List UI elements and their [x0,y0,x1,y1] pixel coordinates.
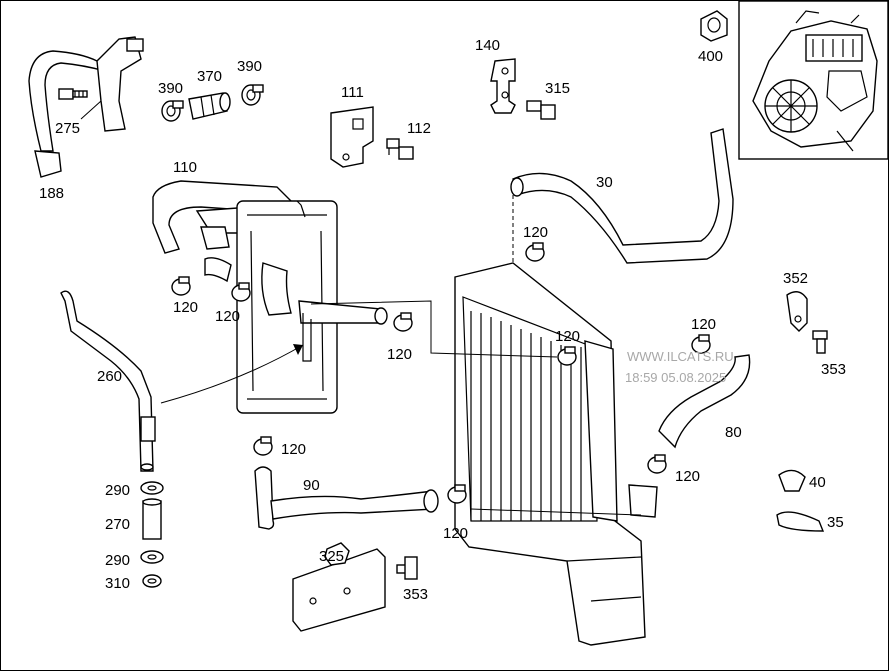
callout-120-g[interactable]: 120 [281,441,306,458]
callout-290-bottom[interactable]: 290 [105,552,130,569]
callout-275[interactable]: 275 [55,120,80,137]
callout-110[interactable]: 110 [173,159,197,176]
arrow-260-head [293,344,303,355]
callout-120-d[interactable]: 120 [387,346,412,363]
grommet-400 [700,10,728,42]
callout-325[interactable]: 325 [319,548,344,565]
clamp-120-b [171,276,191,296]
clamp-120-g [253,436,273,456]
callout-353-bottom[interactable]: 353 [403,586,428,603]
bolt-315 [526,100,556,120]
hose-260 [60,290,156,472]
watermark-timestamp: 18:59 05.08.2025 [625,370,726,385]
clamp-390-right [241,84,264,106]
bolt-353-bottom [396,556,418,580]
bracket-352 [786,291,808,332]
ring-310 [142,574,162,588]
callout-120-i[interactable]: 120 [443,525,468,542]
callout-315[interactable]: 315 [545,80,570,97]
clamp-120-h [647,454,667,474]
callout-290-top[interactable]: 290 [105,482,130,499]
callout-40[interactable]: 40 [809,474,826,491]
watermark: WWW.ILCATS.RU 18:59 05.08.2025 [625,349,734,385]
cable-tie-35 [776,511,825,532]
callout-370[interactable]: 370 [197,68,222,85]
bolt-112 [386,138,414,160]
bolt-275 [58,88,88,100]
callout-390-right[interactable]: 390 [237,58,262,75]
callout-188[interactable]: 188 [39,185,64,202]
clamp-120-i [447,484,467,504]
watermark-site: WWW.ILCATS.RU [627,349,734,364]
callout-352[interactable]: 352 [783,270,808,287]
bracket-140 [490,58,516,114]
pipe-370 [188,92,231,120]
callout-30[interactable]: 30 [596,174,613,191]
clamp-120-a [525,242,545,262]
sleeve-270 [142,498,162,540]
callout-353-right[interactable]: 353 [821,361,846,378]
bolt-353-right [812,330,828,354]
callout-35[interactable]: 35 [827,514,844,531]
callout-120-e[interactable]: 120 [555,328,580,345]
callout-labels: 275 188 390 370 390 111 112 140 315 400 … [39,37,846,603]
heat-exchanger-110 [152,180,388,414]
callout-390-left[interactable]: 390 [158,80,183,97]
callout-112[interactable]: 112 [407,120,431,137]
upper-hose-188 [28,36,144,178]
clamp-120-f [691,334,711,354]
callout-310[interactable]: 310 [105,575,130,592]
callout-111[interactable]: 111 [341,84,364,101]
radiator [454,262,658,646]
bracket-325 [292,542,386,632]
washer-290-bottom [140,550,164,564]
bracket-111 [330,106,374,168]
callout-140[interactable]: 140 [475,37,500,54]
clamp-120-d [393,312,413,332]
leader-lines [80,100,642,516]
clip-40 [778,469,806,492]
clamp-120-c [231,282,251,302]
hose-30 [510,128,734,264]
hose-90 [254,466,439,530]
engine-inset [738,1,888,160]
clamp-120-e [557,346,577,366]
callout-270[interactable]: 270 [105,516,130,533]
callout-80[interactable]: 80 [725,424,742,441]
callout-120-h[interactable]: 120 [675,468,700,485]
callout-400[interactable]: 400 [698,48,723,65]
callout-120-c[interactable]: 120 [215,308,240,325]
washer-290-top [140,481,164,495]
callout-120-a[interactable]: 120 [523,224,548,241]
clamp-390-left [161,100,184,122]
callout-120-b[interactable]: 120 [173,299,198,316]
callout-120-f[interactable]: 120 [691,316,716,333]
callout-90[interactable]: 90 [303,477,320,494]
callout-260[interactable]: 260 [97,368,122,385]
hose-80 [658,354,751,449]
arrow-260 [160,344,304,404]
